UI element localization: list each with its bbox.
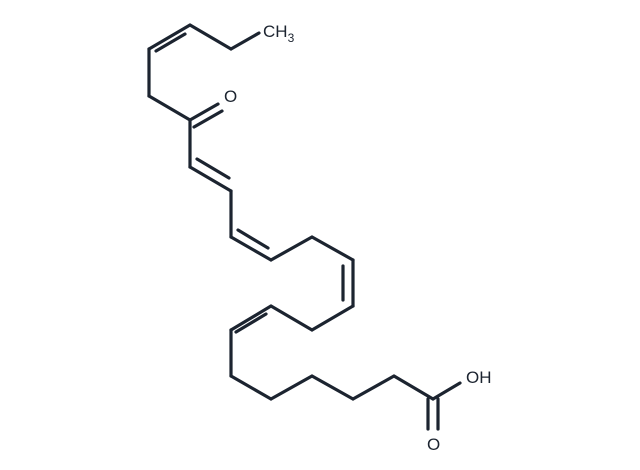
bond-c21-c22 xyxy=(392,374,435,401)
bond-c7-c8-double-b xyxy=(195,157,231,180)
bond-c5-c6 xyxy=(147,94,192,122)
bond-c10-c11 xyxy=(269,235,314,262)
bond-ch3-c2 xyxy=(229,31,261,51)
carbon-skeleton xyxy=(147,23,462,431)
bond-c14-c15 xyxy=(269,304,314,332)
methyl-label-main: CH xyxy=(263,22,288,41)
bond-c3-c4-double-b xyxy=(154,32,187,53)
bond-c7-c8-double-a xyxy=(188,165,233,193)
methyl-label-subscript: 3 xyxy=(288,31,295,45)
bond-c9-c10-double-b xyxy=(236,228,270,250)
bond-c2-c3 xyxy=(188,23,233,51)
bond-c9-c10-double-a xyxy=(229,235,273,262)
atom-labels: CH3 O OH O xyxy=(224,22,492,454)
bond-c20-c21 xyxy=(351,374,396,401)
bond-c13-c14 xyxy=(310,304,355,332)
ketone-oxygen-label: O xyxy=(224,87,237,106)
bond-c15-c16-double-a xyxy=(229,304,273,332)
bond-c3-c4-double-a xyxy=(147,23,192,51)
bond-c17-c18 xyxy=(229,374,273,401)
bond-c19-c20 xyxy=(310,374,355,401)
bond-c22-oh xyxy=(431,381,462,401)
bond-ketone-double-a xyxy=(188,102,220,122)
bond-c15-c16-double-b xyxy=(234,312,268,334)
carbonyl-oxygen-label: O xyxy=(427,435,440,454)
bond-c11-c12 xyxy=(310,235,355,262)
methyl-label: CH3 xyxy=(263,22,295,45)
hydroxyl-label: OH xyxy=(466,368,492,387)
bond-ketone-double-b xyxy=(192,109,224,129)
bond-c18-c19 xyxy=(269,374,314,401)
